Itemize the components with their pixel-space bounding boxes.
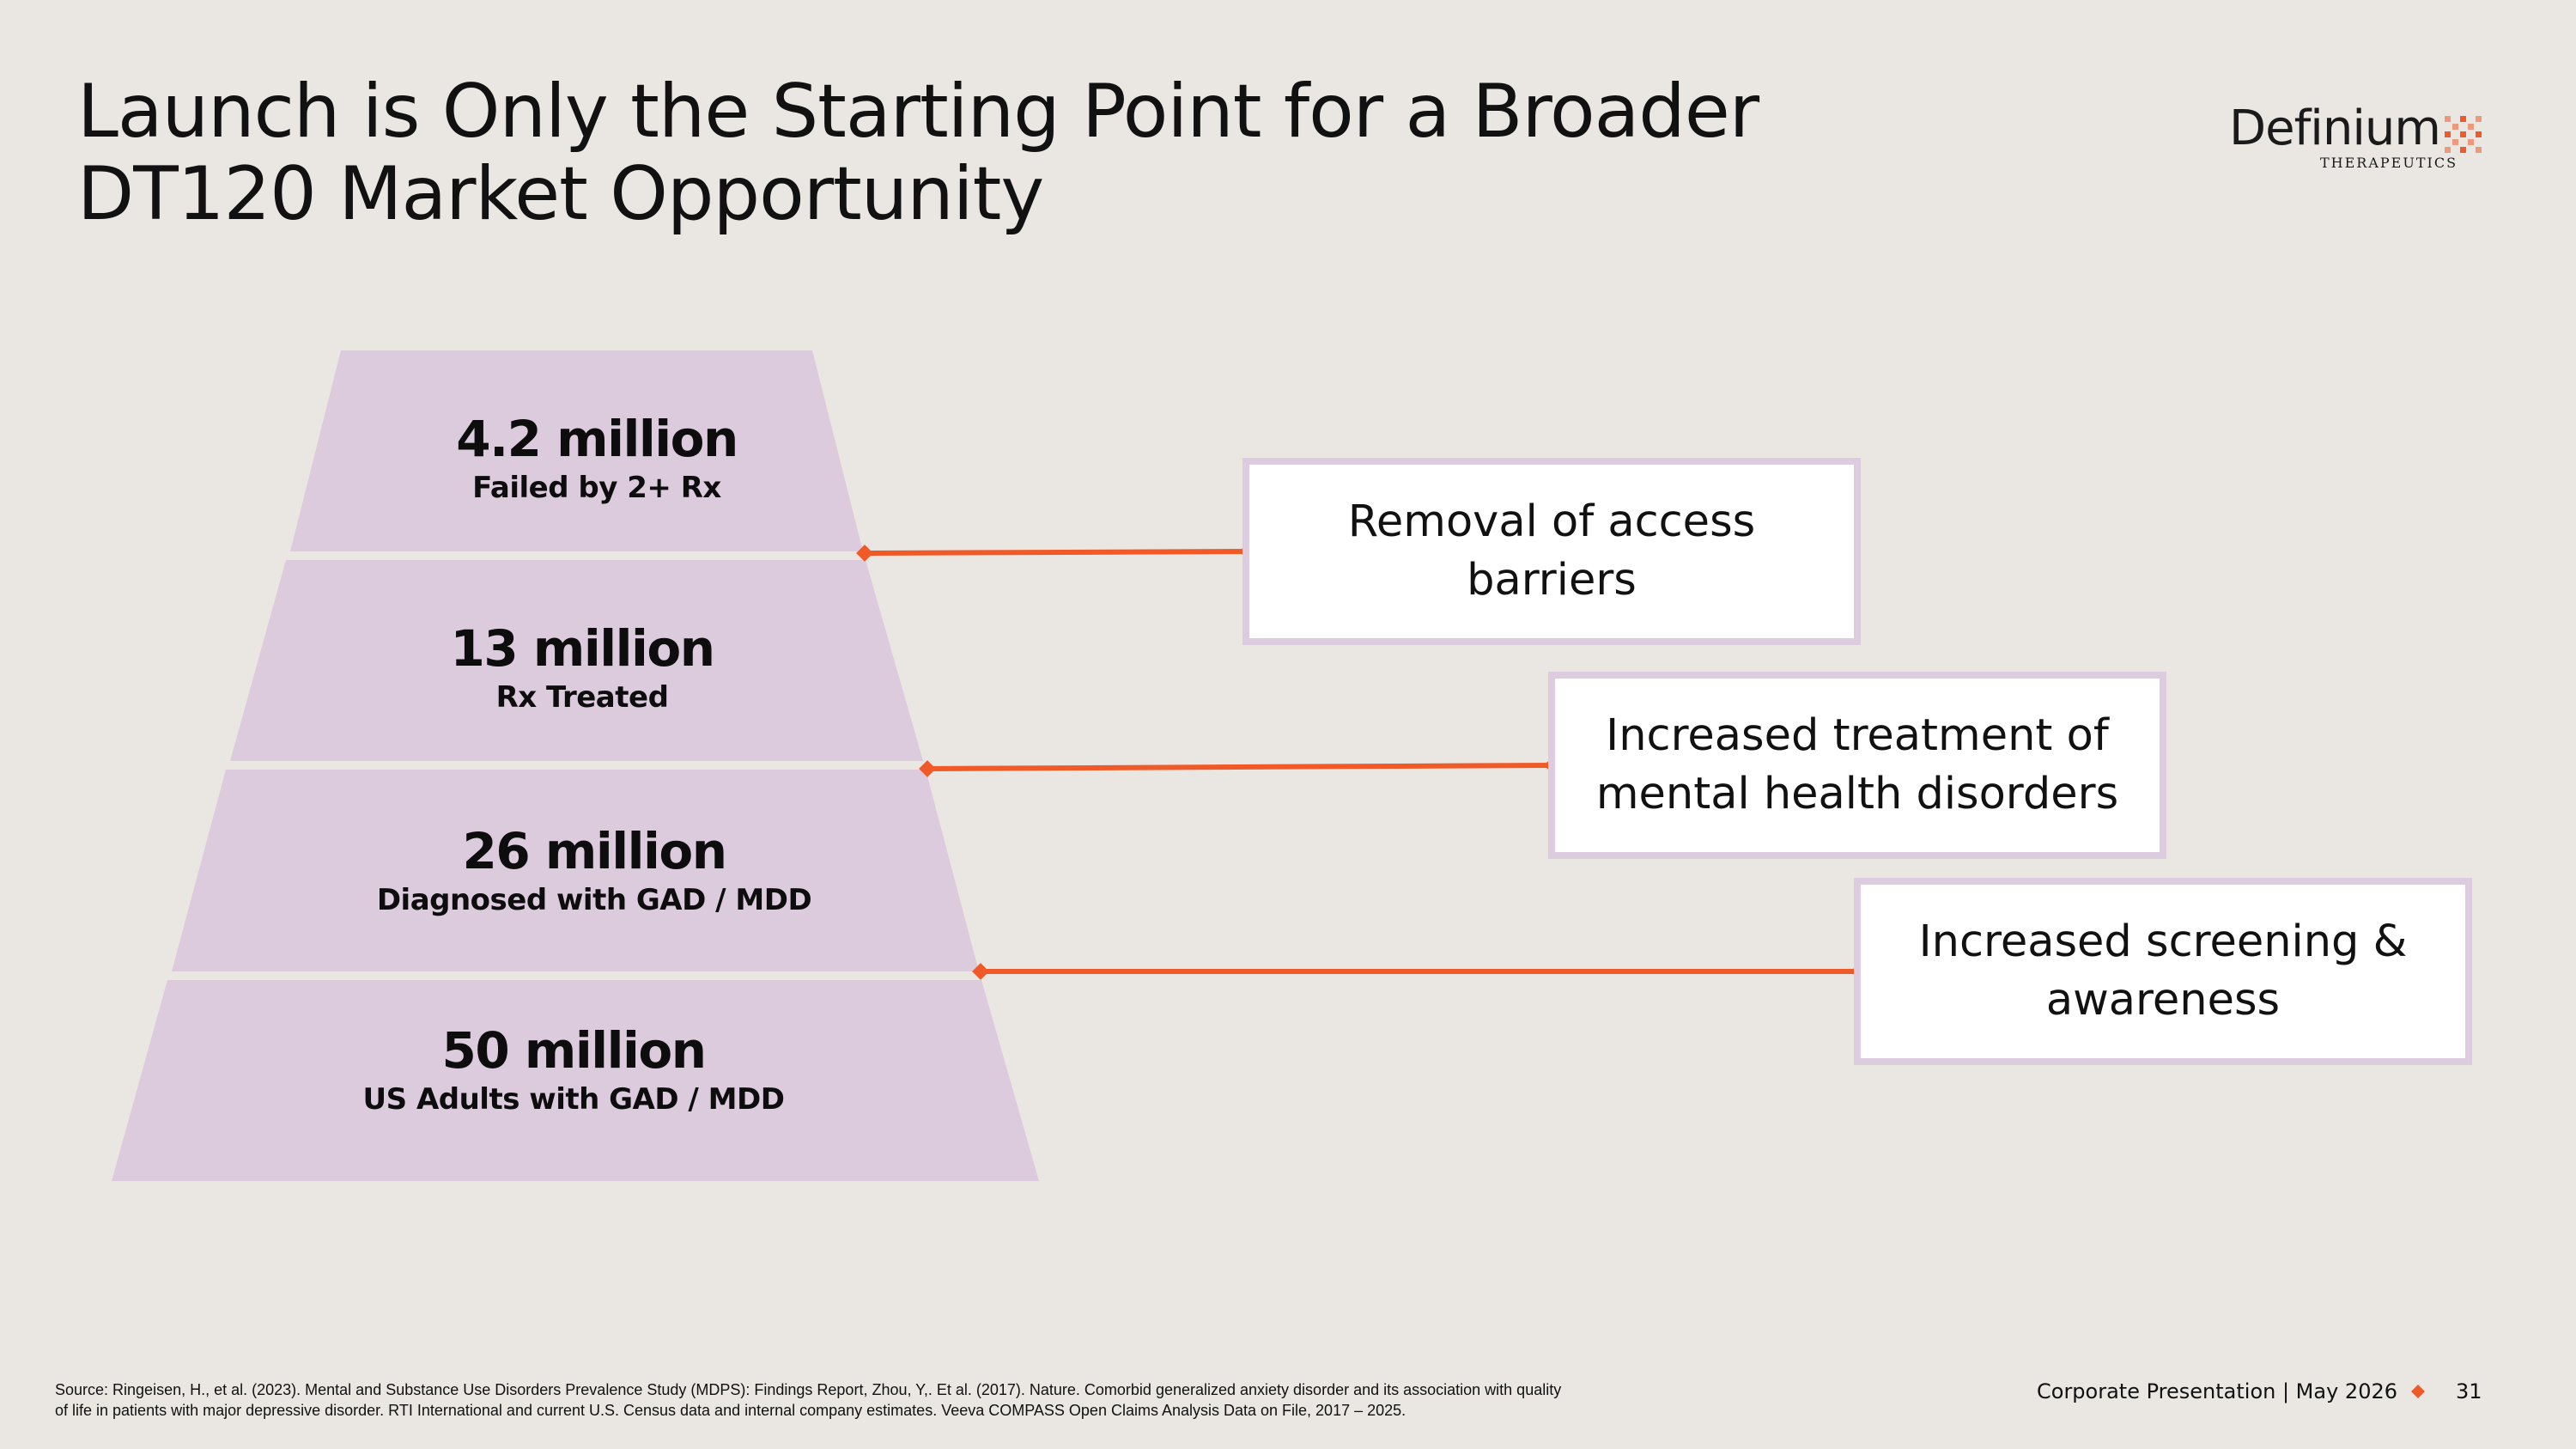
footer-meta: Corporate Presentation | May 2026 31: [2035, 1374, 2482, 1409]
funnel-tier-3: [172, 770, 979, 971]
title-line-1: Launch is Only the Starting Point for a …: [77, 69, 1759, 155]
logo-dot: [2460, 147, 2466, 153]
driver-box-screening: Increased screening & awareness: [1854, 878, 2472, 1065]
driver-text-line-2: awareness: [2045, 975, 2281, 1026]
funnel-tier-4-text: 50 million US Adults with GAD / MDD: [273, 1020, 874, 1118]
logo-dot: [2452, 139, 2458, 145]
funnel-tier-1: [290, 350, 863, 551]
driver-text-line-2: barriers: [1467, 555, 1637, 606]
logo-dot: [2460, 116, 2466, 122]
funnel-tier-3-text: 26 million Diagnosed with GAD / MDD: [294, 821, 895, 919]
logo-mark-icon: [2445, 116, 2482, 153]
logo-dot: [2445, 116, 2451, 122]
funnel-tier-4: [112, 980, 1039, 1181]
driver-text-line-1: Increased screening &: [1918, 916, 2408, 967]
logo-dot: [2445, 131, 2451, 137]
footer-source: Source: Ringeisen, H., et al. (2023). Me…: [55, 1379, 1669, 1421]
tier-value: 13 million: [450, 619, 715, 678]
logo-dot: [2460, 131, 2466, 137]
logo-dot: [2468, 139, 2474, 145]
driver-text-line-1: Increased treatment of: [1606, 710, 2109, 761]
funnel-tier-2-text: 13 million Rx Treated: [282, 618, 883, 716]
source-line-1: Source: Ringeisen, H., et al. (2023). Me…: [55, 1381, 1562, 1398]
logo-subtitle: THERAPEUTICS: [2320, 155, 2458, 171]
presentation-label: Corporate Presentation | May 2026: [2037, 1379, 2397, 1403]
diamond-icon: [2411, 1385, 2425, 1398]
logo-dot: [2468, 124, 2474, 130]
driver-text-line-2: mental health disorders: [1595, 769, 2119, 819]
driver-box-access-barriers: Removal of access barriers: [1242, 458, 1861, 645]
tier-value: 4.2 million: [456, 410, 738, 468]
page-number: 31: [2456, 1379, 2482, 1403]
market-funnel: [112, 350, 1039, 1181]
tier-value: 26 million: [462, 822, 727, 880]
tier-label: US Adults with GAD / MDD: [362, 1082, 785, 1117]
funnel-tier-2: [230, 560, 923, 761]
driver-box-treatment: Increased treatment of mental health dis…: [1548, 672, 2166, 859]
tier-label: Rx Treated: [495, 680, 669, 715]
source-line-2: of life in patients with major depressiv…: [55, 1402, 1406, 1419]
tier-label: Failed by 2+ Rx: [472, 471, 721, 505]
company-logo: Definium THERAPEUTICS: [2224, 101, 2490, 179]
funnel-tier-1-text: 4.2 million Failed by 2+ Rx: [296, 409, 897, 507]
logo-dot: [2476, 147, 2482, 153]
title-line-2: DT120 Market Opportunity: [77, 151, 1044, 237]
driver-text-line-1: Removal of access: [1347, 496, 1756, 547]
page-title: Launch is Only the Starting Point for a …: [77, 70, 1795, 235]
logo-dot: [2476, 131, 2482, 137]
tier-label: Diagnosed with GAD / MDD: [376, 883, 812, 917]
logo-dot: [2445, 147, 2451, 153]
tier-value: 50 million: [441, 1021, 707, 1080]
logo-dot: [2476, 116, 2482, 122]
logo-wordmark: Definium: [2229, 100, 2441, 156]
logo-dot: [2452, 124, 2458, 130]
